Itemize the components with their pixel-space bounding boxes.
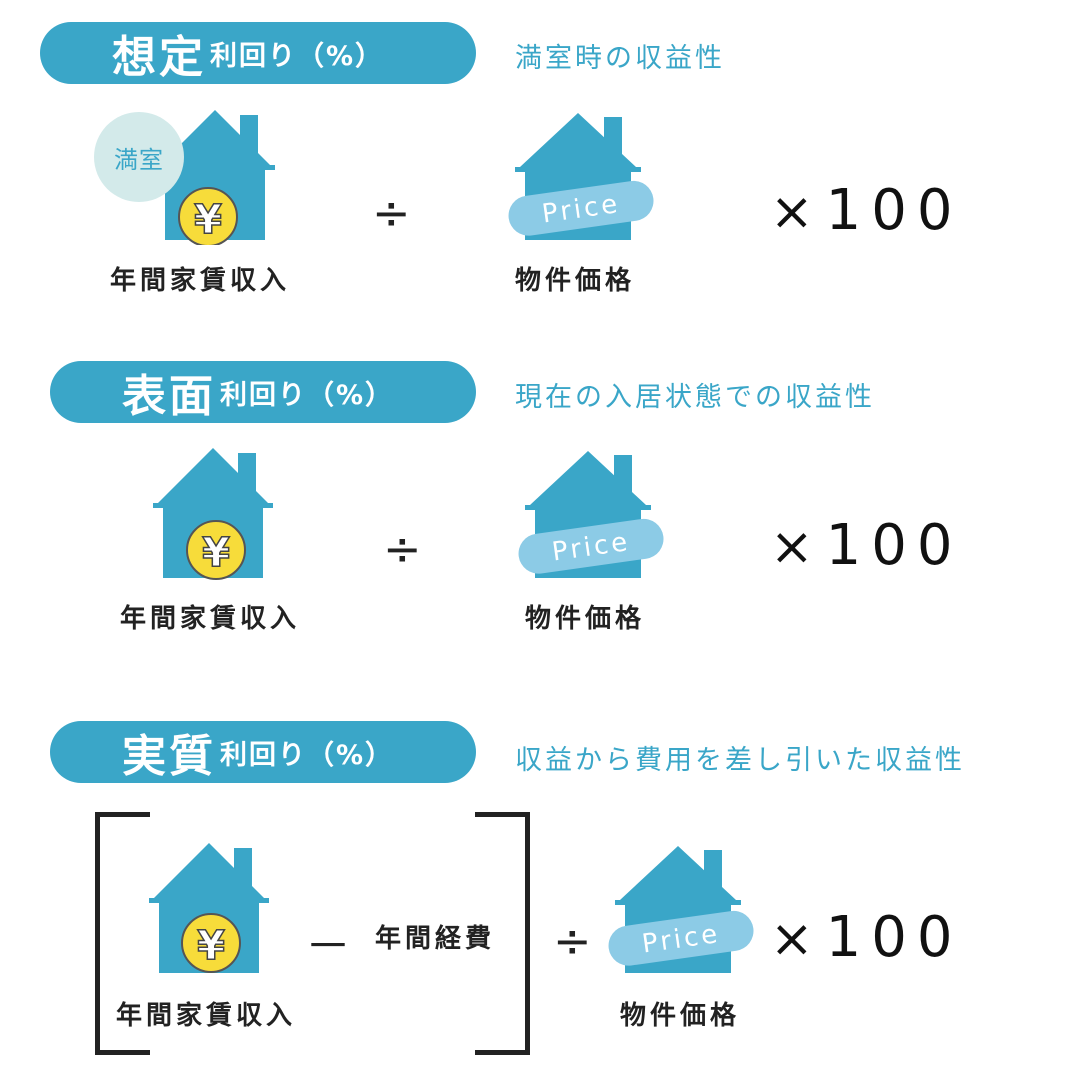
divide-operator: ÷	[383, 522, 422, 576]
house-yen-icon: ¥	[153, 448, 273, 580]
divide-operator: ÷	[372, 186, 411, 240]
expense-label: 年間経費	[375, 924, 496, 954]
left-bracket	[95, 812, 150, 1055]
income-label: 年間家賃収入	[120, 604, 301, 634]
house-price-icon: Price	[508, 113, 654, 240]
house-price-icon: Price	[608, 846, 754, 973]
full-occupancy-badge: 満室	[94, 112, 184, 202]
multiply-symbol: ×	[770, 517, 814, 577]
multiply-value: 100	[825, 905, 963, 970]
multiply-100: ×100	[770, 513, 962, 578]
section-subtitle: 収益から費用を差し引いた収益性	[515, 745, 965, 776]
section-title-suffix: 利回り（%）	[220, 739, 395, 771]
section-title-suffix: 利回り（%）	[210, 40, 385, 72]
price-label: 物件価格	[525, 604, 646, 634]
income-label: 年間家賃収入	[116, 1001, 297, 1031]
right-bracket	[475, 812, 530, 1055]
section-title-main: 想定	[112, 32, 206, 83]
price-label: 物件価格	[515, 266, 636, 296]
svg-text:¥: ¥	[202, 530, 230, 576]
divide-operator: ÷	[553, 914, 592, 968]
multiply-value: 100	[825, 513, 963, 578]
section-title-pill: 想定 利回り（%）	[40, 22, 476, 84]
multiply-value: 100	[825, 178, 963, 243]
multiply-100: ×100	[770, 905, 962, 970]
section-title-pill: 表面 利回り（%）	[50, 361, 476, 423]
price-label: 物件価格	[620, 1001, 741, 1031]
multiply-symbol: ×	[770, 182, 814, 242]
house-price-icon: Price	[518, 451, 664, 578]
house-yen-icon: ¥	[149, 843, 269, 973]
multiply-100: ×100	[770, 178, 962, 243]
minus-operator: －	[305, 919, 351, 973]
section-title-main: 実質	[122, 731, 216, 782]
svg-text:¥: ¥	[194, 197, 222, 243]
svg-text:¥: ¥	[197, 923, 225, 969]
section-title-pill: 実質 利回り（%）	[50, 721, 476, 783]
section-title-main: 表面	[122, 371, 216, 422]
income-label: 年間家賃収入	[110, 266, 291, 296]
section-subtitle: 現在の入居状態での収益性	[515, 382, 875, 413]
section-title-suffix: 利回り（%）	[220, 379, 395, 411]
house-yen-icon: ¥	[155, 110, 275, 245]
multiply-symbol: ×	[770, 909, 814, 969]
section-subtitle: 満室時の収益性	[515, 43, 725, 74]
